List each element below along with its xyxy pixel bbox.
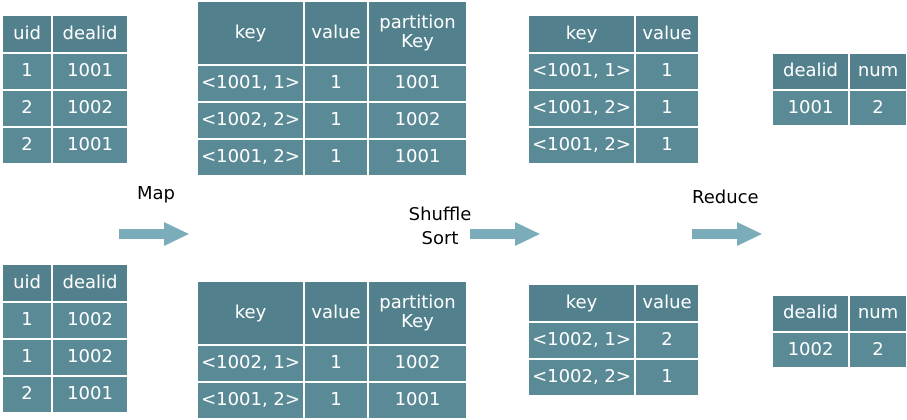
header-cell: dealid (771, 294, 850, 333)
shuffle-output-table-1: key value <1001, 1> 1 <1001, 2> 1 <1001,… (527, 14, 700, 165)
table-cell: 1002 (367, 344, 468, 383)
header-cell: num (848, 52, 907, 91)
table-cell: 2 (1, 375, 53, 414)
header-cell: key (196, 0, 305, 66)
table-cell: 1 (303, 138, 369, 177)
header-cell: uid (1, 14, 53, 54)
shuffle-sort-label: Shuffle Sort (404, 203, 476, 252)
header-cell: value (634, 14, 700, 54)
table-cell: 1 (303, 381, 369, 420)
table-cell: 1001 (367, 381, 468, 420)
table-cell: 2 (848, 331, 907, 369)
table-cell: <1001, 1> (196, 64, 305, 103)
table-cell: 1 (634, 52, 700, 91)
table-cell: 1 (634, 89, 700, 128)
header-cell: value (303, 280, 369, 346)
table-cell: 2 (634, 321, 700, 360)
map-output-table-1: key value partition Key <1001, 1> 1 1001… (196, 0, 468, 177)
table-cell: 1002 (51, 301, 129, 340)
header-cell: num (848, 294, 907, 333)
table-cell: 1001 (367, 64, 468, 103)
table-cell: 1 (303, 101, 369, 140)
table-cell: <1001, 2> (196, 138, 305, 177)
map-label: Map (137, 183, 175, 204)
table-cell: 2 (1, 126, 53, 165)
header-cell: partition Key (367, 280, 468, 346)
table-cell: <1001, 2> (196, 381, 305, 420)
table-cell: <1001, 2> (527, 126, 636, 165)
table-cell: 1001 (51, 375, 129, 414)
table-cell: <1002, 1> (196, 344, 305, 383)
shuffle-arrow-icon (470, 222, 540, 246)
table-cell: 1002 (771, 331, 850, 369)
table-cell: 1 (634, 126, 700, 165)
table-cell: 1001 (51, 52, 129, 91)
reduce-output-table-2: dealid num 1002 2 (771, 294, 907, 369)
header-cell: value (634, 283, 700, 323)
table-cell: <1002, 2> (527, 358, 636, 397)
table-cell: 2 (1, 89, 53, 128)
header-cell: partition Key (367, 0, 468, 66)
table-cell: 1002 (51, 338, 129, 377)
header-cell: key (196, 280, 305, 346)
header-cell: uid (1, 263, 53, 303)
map-arrow-icon (119, 222, 189, 246)
header-cell: value (303, 0, 369, 66)
table-cell: 1 (634, 358, 700, 397)
table-cell: 1002 (51, 89, 129, 128)
table-cell: <1001, 1> (527, 52, 636, 91)
table-cell: 1001 (51, 126, 129, 165)
header-cell: dealid (771, 52, 850, 91)
input-table-2: uid dealid 1 1002 1 1002 2 1001 (1, 263, 129, 414)
table-cell: <1001, 2> (527, 89, 636, 128)
header-cell: dealid (51, 263, 129, 303)
table-cell: 1 (1, 338, 53, 377)
table-cell: 1001 (367, 138, 468, 177)
reduce-arrow-icon (692, 222, 762, 246)
table-cell: <1002, 2> (196, 101, 305, 140)
reduce-output-table-1: dealid num 1001 2 (771, 52, 907, 127)
table-cell: 1 (1, 301, 53, 340)
sort-label: Sort (421, 228, 459, 250)
shuffle-label: Shuffle (408, 204, 472, 225)
header-cell: key (527, 283, 636, 323)
header-cell: key (527, 14, 636, 54)
map-output-table-2: key value partition Key <1002, 1> 1 1002… (196, 280, 468, 420)
table-cell: 1 (303, 64, 369, 103)
table-cell: <1002, 1> (527, 321, 636, 360)
reduce-label: Reduce (692, 187, 759, 208)
table-cell: 2 (848, 89, 907, 127)
table-cell: 1 (303, 344, 369, 383)
table-cell: 1002 (367, 101, 468, 140)
header-cell: dealid (51, 14, 129, 54)
table-cell: 1 (1, 52, 53, 91)
table-cell: 1001 (771, 89, 850, 127)
shuffle-output-table-2: key value <1002, 1> 2 <1002, 2> 1 (527, 283, 700, 397)
input-table-1: uid dealid 1 1001 2 1002 2 1001 (1, 14, 129, 165)
